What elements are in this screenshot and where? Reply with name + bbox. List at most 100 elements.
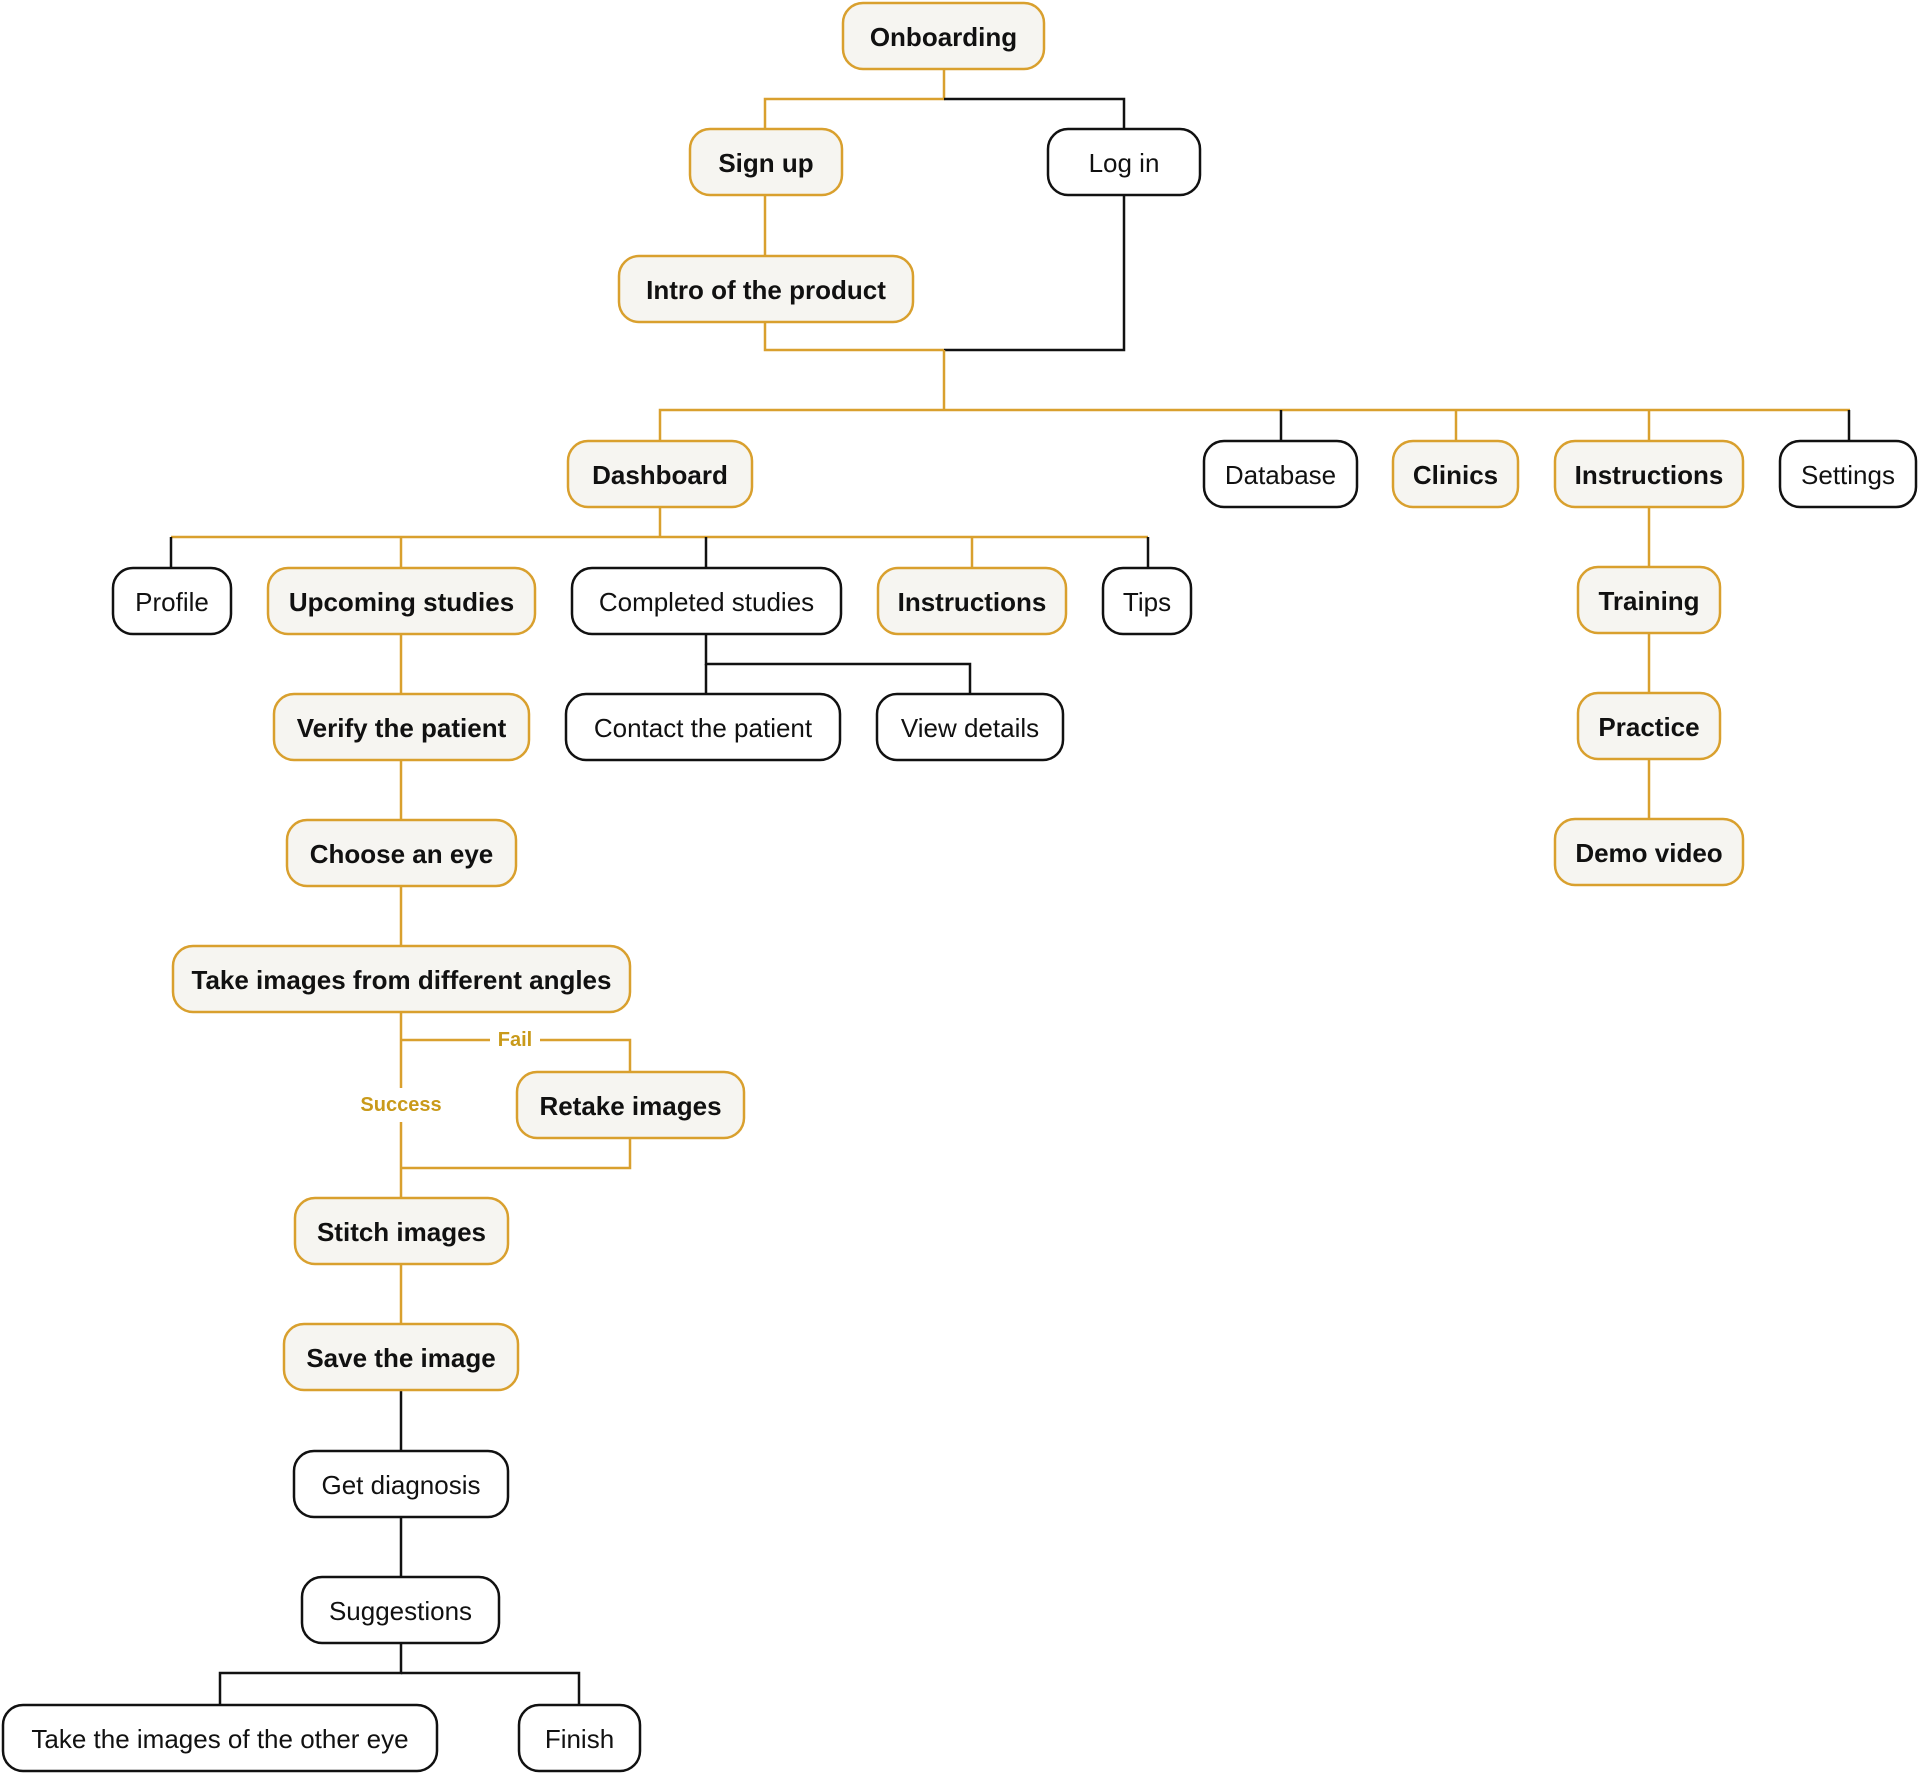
connector-line [944, 195, 1126, 352]
node-label: Training [1598, 586, 1699, 616]
node-verify: Verify the patient [272, 692, 531, 762]
node-box [293, 1196, 510, 1266]
node-label: Get diagnosis [322, 1470, 481, 1500]
edge-labels: Fail Success [360, 1029, 532, 1116]
node-label: Choose an eye [310, 839, 494, 869]
node-label: Instructions [1575, 460, 1724, 490]
edge-label-success: Success [360, 1094, 441, 1116]
node-label: Contact the patient [594, 713, 813, 743]
node-database: Database [1202, 439, 1359, 509]
node-box [1553, 817, 1745, 887]
node-label: Upcoming studies [289, 587, 514, 617]
connector-line [540, 1038, 632, 1072]
node-box [564, 692, 842, 762]
node-box [1576, 565, 1722, 635]
node-box [1553, 439, 1745, 509]
node-label: Retake images [539, 1091, 721, 1121]
node-dashboard: Dashboard [566, 439, 754, 509]
node-label: Stitch images [317, 1217, 486, 1247]
node-label: Log in [1089, 148, 1160, 178]
node-box [272, 692, 531, 762]
node-login: Log in [1046, 127, 1202, 197]
node-other-eye: Take the images of the other eye [1, 1703, 439, 1773]
node-label: Database [1225, 460, 1336, 490]
node-signup: Sign up [688, 127, 844, 197]
node-box [1202, 439, 1359, 509]
node-box [570, 566, 843, 636]
node-label: Completed studies [599, 587, 814, 617]
node-clinics: Clinics [1391, 439, 1520, 509]
node-box [1, 1703, 439, 1773]
edge-label-fail: Fail [498, 1029, 532, 1051]
node-label: Onboarding [870, 22, 1017, 52]
connector-line [704, 634, 972, 694]
node-box [292, 1449, 510, 1519]
node-upcoming: Upcoming studies [266, 566, 537, 636]
node-label: Demo video [1575, 838, 1722, 868]
node-box [266, 566, 537, 636]
node-label: Sign up [718, 148, 813, 178]
node-box [1391, 439, 1520, 509]
node-label: Tips [1123, 587, 1171, 617]
node-box [1046, 127, 1202, 197]
node-label: Clinics [1413, 460, 1498, 490]
node-completed: Completed studies [570, 566, 843, 636]
node-label: Take images from different angles [192, 965, 612, 995]
node-practice: Practice [1576, 691, 1722, 761]
node-diagnosis: Get diagnosis [292, 1449, 510, 1519]
node-settings: Settings [1778, 439, 1918, 509]
node-label: Verify the patient [297, 713, 507, 743]
node-box [876, 566, 1068, 636]
node-instructions-top: Instructions [1553, 439, 1745, 509]
node-contact: Contact the patient [564, 692, 842, 762]
node-intro: Intro of the product [617, 254, 915, 324]
node-label: Finish [545, 1724, 614, 1754]
node-box [566, 439, 754, 509]
connector-line [218, 1643, 403, 1705]
node-onboarding: Onboarding [841, 1, 1046, 71]
node-box [875, 692, 1065, 762]
node-box [300, 1575, 501, 1645]
node-label: Save the image [306, 1343, 495, 1373]
node-label: Practice [1598, 712, 1699, 742]
connector-line [401, 1671, 581, 1705]
node-label: Intro of the product [646, 275, 886, 305]
node-box [841, 1, 1046, 71]
node-box [617, 254, 915, 324]
node-box [688, 127, 844, 197]
node-box [111, 566, 233, 636]
node-box [285, 818, 518, 888]
node-label: Suggestions [329, 1596, 472, 1626]
node-choose: Choose an eye [285, 818, 518, 888]
node-suggestions: Suggestions [300, 1575, 501, 1645]
node-box [171, 944, 632, 1014]
node-instructions-dash: Instructions [876, 566, 1068, 636]
node-box [515, 1070, 746, 1140]
node-tips: Tips [1101, 566, 1193, 636]
connector-line [401, 1138, 632, 1170]
node-profile: Profile [111, 566, 233, 636]
node-box [1778, 439, 1918, 509]
node-demo: Demo video [1553, 817, 1745, 887]
node-retake: Retake images [515, 1070, 746, 1140]
node-label: Dashboard [592, 460, 728, 490]
node-save: Save the image [282, 1322, 520, 1392]
node-label: Take the images of the other eye [31, 1724, 408, 1754]
node-take: Take images from different angles [171, 944, 632, 1014]
connector-line [658, 408, 1850, 441]
connector-line [944, 97, 1126, 129]
connector-lines [169, 69, 1851, 1705]
connector-line [763, 322, 944, 352]
connector-line [763, 69, 946, 129]
node-label: Instructions [898, 587, 1047, 617]
node-box [282, 1322, 520, 1392]
node-box [517, 1703, 642, 1773]
node-label: Profile [135, 587, 209, 617]
node-label: Settings [1801, 460, 1895, 490]
node-view: View details [875, 692, 1065, 762]
node-finish: Finish [517, 1703, 642, 1773]
node-training: Training [1576, 565, 1722, 635]
node-box [1576, 691, 1722, 761]
node-box [1101, 566, 1193, 636]
